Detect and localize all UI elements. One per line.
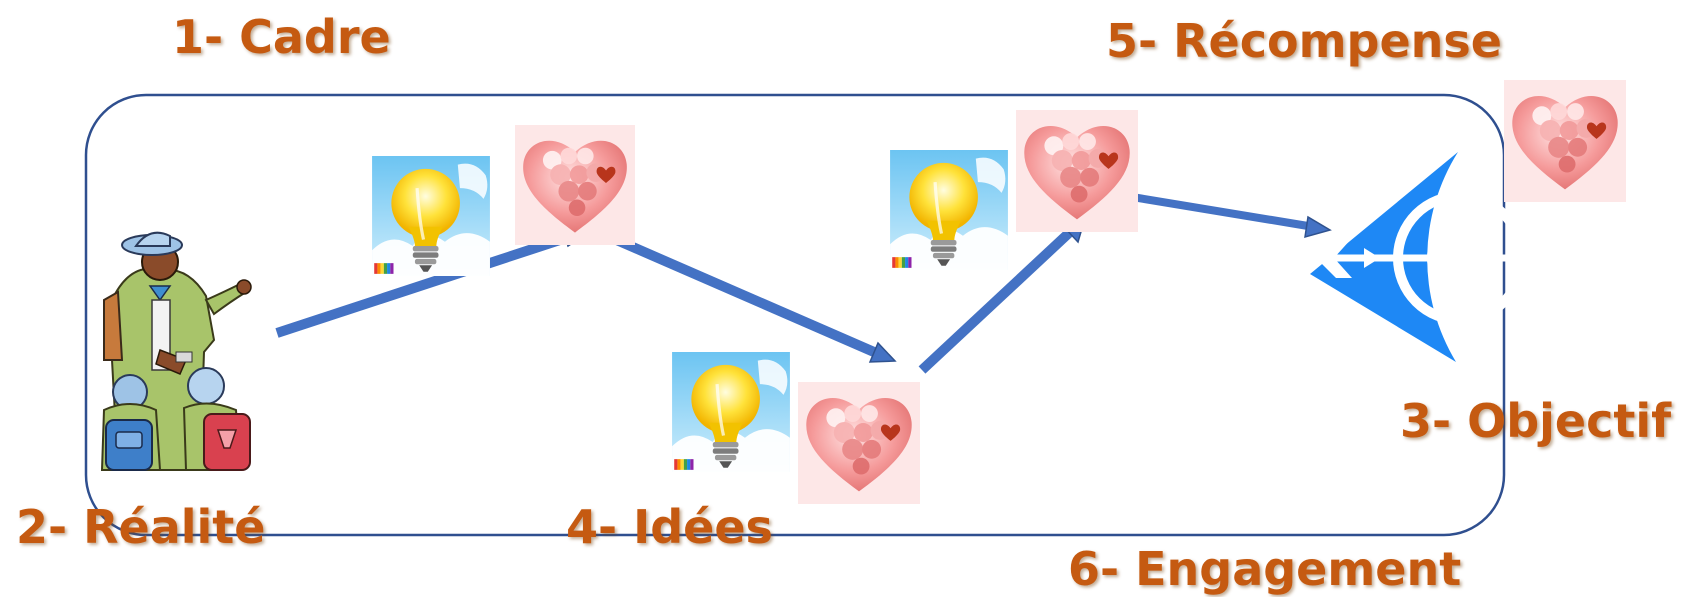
heart-icon [515, 125, 635, 245]
label-cadre: 1- Cadre [172, 10, 391, 64]
label-recompense: 5- Récompense [1106, 14, 1502, 68]
label-idees: 4- Idées [566, 500, 773, 554]
lightbulb-icon [890, 150, 1008, 270]
heart-icon [798, 382, 920, 504]
guide-with-children-icon [100, 231, 252, 471]
arrow-reward-to-target [1113, 190, 1332, 239]
heart-icon [1016, 110, 1138, 232]
heart-icon [1504, 80, 1626, 202]
label-realite: 2- Réalité [16, 500, 266, 554]
frame-border [84, 93, 1506, 537]
label-engagement: 6- Engagement [1068, 542, 1462, 596]
lightbulb-icon [372, 156, 490, 276]
lightbulb-icon [672, 352, 790, 472]
label-objectif: 3- Objectif [1400, 394, 1672, 448]
target-with-arrow-icon [1310, 152, 1527, 362]
arrow-reward-to-idees [594, 226, 897, 363]
